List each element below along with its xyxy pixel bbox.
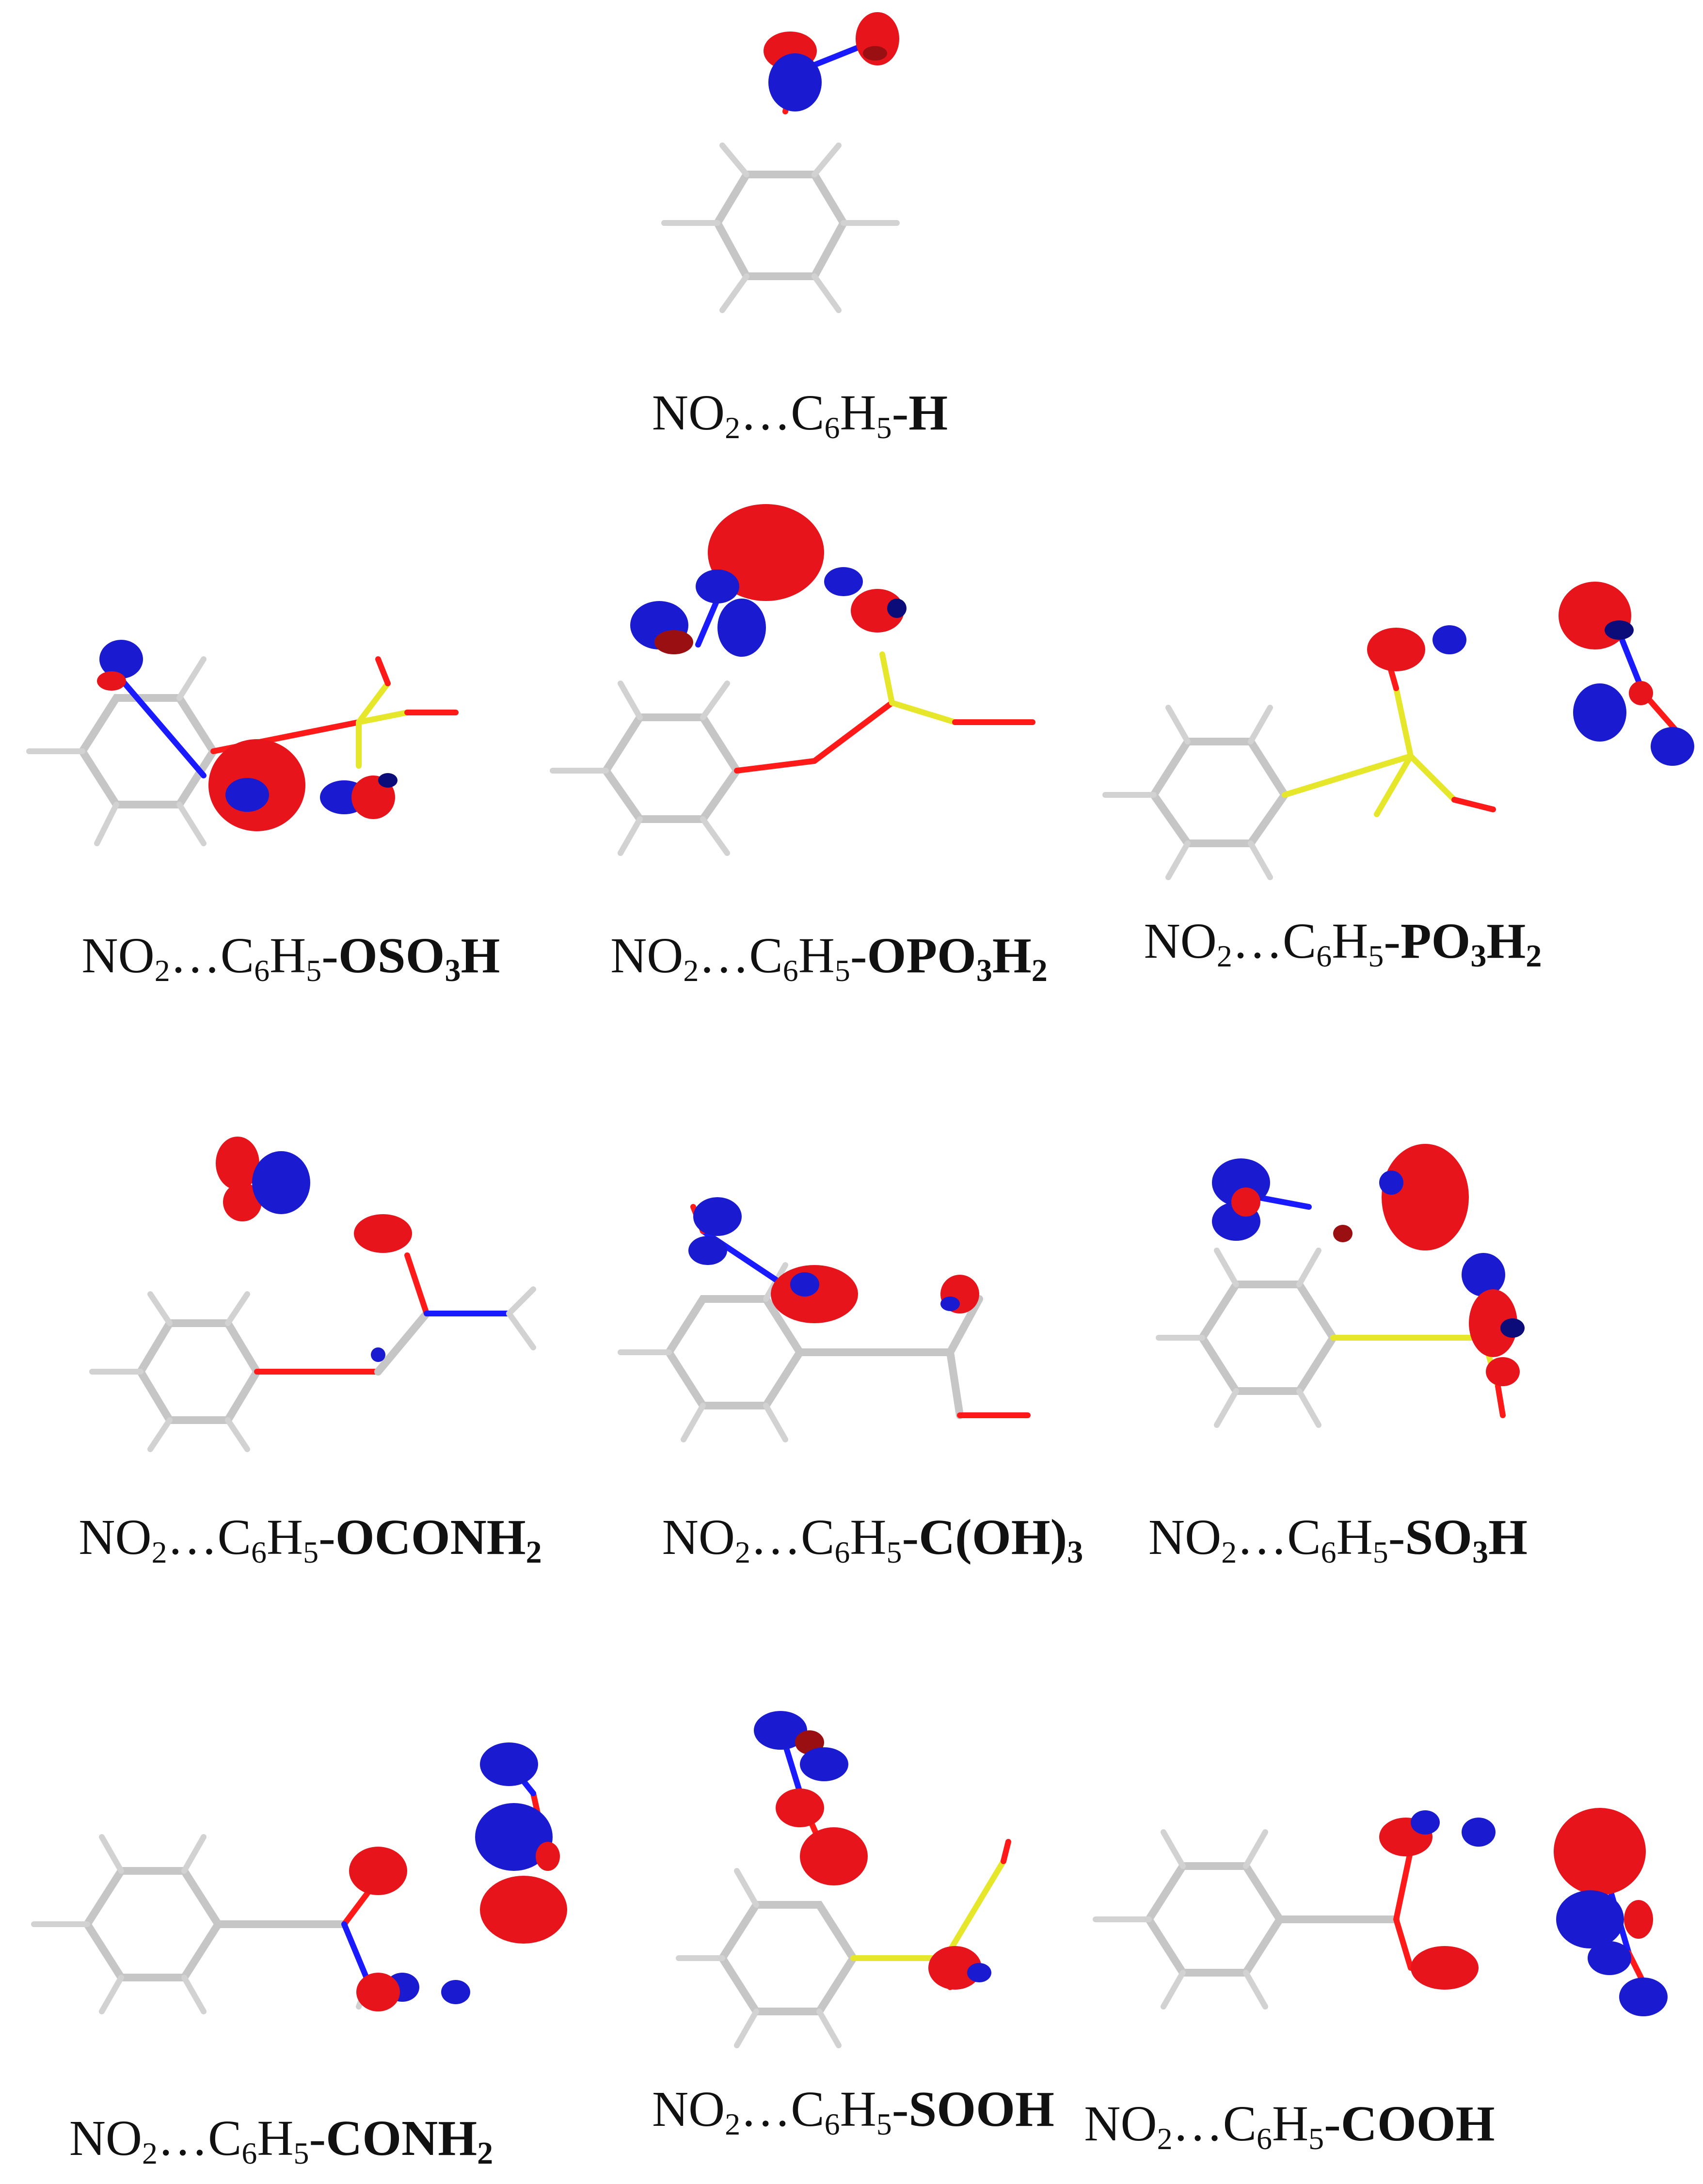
caption-opo3h2: NO2…C6H5-OPO3H2 xyxy=(610,928,1048,988)
caption-cooh: NO2…C6H5-COOH xyxy=(1084,2096,1495,2156)
molecule-conh2 xyxy=(31,1742,567,2014)
caption-po3h2: NO2…C6H5-PO3H2 xyxy=(1144,913,1542,974)
caption-h: NO2…C6H5-H xyxy=(652,385,948,445)
molecule-oso3h xyxy=(26,640,459,846)
caption-oconh2: NO2…C6H5-OCONH2 xyxy=(79,1509,542,1570)
molecule-coh3 xyxy=(618,1197,1031,1442)
molecule-cooh xyxy=(1093,1808,1668,2016)
molecule-oconh2 xyxy=(89,1137,536,1452)
panel-conh2: NO2…C6H5-CONH2 xyxy=(29,1711,601,2184)
panel-h: NO2…C6H5-H xyxy=(557,0,1042,446)
panel-po3h2: NO2…C6H5-PO3H2 xyxy=(1102,582,1697,994)
molecule-opo3h2 xyxy=(550,504,1035,856)
panel-coh3: NO2…C6H5-C(OH)3 xyxy=(618,1154,1115,1575)
molecule-h xyxy=(661,12,900,313)
panel-opo3h2: NO2…C6H5-OPO3H2 xyxy=(543,499,1115,994)
molecule-so3h xyxy=(1156,1144,1525,1428)
molecule-po3h2 xyxy=(1102,582,1694,880)
panel-oso3h: NO2…C6H5-OSO3H xyxy=(19,514,562,994)
panel-oconh2: NO2…C6H5-OCONH2 xyxy=(48,1110,572,1575)
caption-oso3h: NO2…C6H5-OSO3H xyxy=(81,928,500,988)
panel-sooh: NO2…C6H5-SOOH xyxy=(640,1696,1115,2184)
caption-conh2: NO2…C6H5-CONH2 xyxy=(69,2110,493,2171)
panel-so3h: NO2…C6H5-SO3H xyxy=(1148,1129,1668,1575)
caption-coh3: NO2…C6H5-C(OH)3 xyxy=(662,1509,1083,1570)
molecule-sooh xyxy=(676,1711,1011,2048)
caption-so3h: NO2…C6H5-SO3H xyxy=(1148,1509,1528,1570)
caption-sooh: NO2…C6H5-SOOH xyxy=(652,2081,1054,2141)
panel-cooh: NO2…C6H5-COOH xyxy=(1084,1774,1697,2184)
